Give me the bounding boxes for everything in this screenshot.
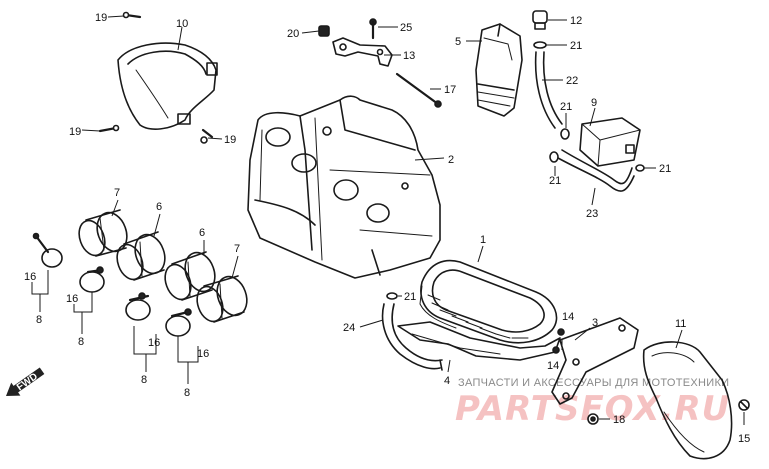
callout-22: 22 [566,75,578,87]
part-9-separator [579,117,641,167]
callout-10: 10 [176,18,188,30]
part-21-clip-24 [386,292,398,300]
callout-7-left: 7 [114,187,120,199]
callout-7-right: 7 [234,243,240,255]
part-11-side-cover [642,341,733,460]
part-16-clamp-b [79,266,105,293]
callout-24: 24 [343,322,355,334]
callout-12: 12 [570,15,582,27]
part-18-bolt [587,413,599,425]
part-16-clamp-c [125,292,151,321]
callout-18: 18 [613,414,625,426]
callout-19-right: 19 [224,134,236,146]
part-21-clip-9b [549,151,559,163]
callout-21-top: 21 [570,40,582,52]
callout-21-mid: 21 [560,101,572,113]
part-2-air-cleaner-case [247,95,441,279]
part-10-cover [117,42,218,130]
part-21-clip-9c [635,164,645,172]
callout-16-b: 16 [66,293,78,305]
part-7-boot-right [196,275,248,323]
forward-direction-arrow: FWD [6,367,45,396]
callout-8-a: 8 [36,314,42,326]
callout-13: 13 [403,50,415,62]
part-23-breather-tube [557,149,635,192]
callout-4: 4 [444,375,450,387]
watermark-caption: ЗАПЧАСТИ И АКСЕССУАРЫ ДЛЯ МОТОТЕХНИКИ [458,377,729,389]
callout-17: 17 [444,84,456,96]
part-21-clip-top [533,41,547,49]
callout-11: 11 [675,318,686,330]
callout-23: 23 [586,208,598,220]
callout-19-left: 19 [69,126,81,138]
callout-14-b: 14 [547,360,559,372]
callout-6-left: 6 [156,201,162,213]
callout-25: 25 [400,22,412,34]
part-6-boot-left [116,231,166,281]
part-15-screw [738,399,750,411]
callout-21-lower: 21 [549,175,561,187]
bolt-19-right [200,128,214,144]
callout-8-b: 8 [78,336,84,348]
part-24-hose [381,303,443,371]
part-3-bracket [551,317,639,405]
callout-16-a: 16 [24,271,36,283]
part-16-clamp-d [165,308,192,337]
callout-6-right: 6 [199,227,205,239]
part-14-screw-b [552,346,560,354]
part-20-grommet [318,25,330,37]
callout-16-c: 16 [148,337,160,349]
callout-15: 15 [738,433,750,445]
leader-lines [31,15,745,425]
callout-1: 1 [480,234,486,246]
callout-21-right: 21 [659,163,671,175]
callout-2: 2 [448,154,454,166]
part-17-pin [395,72,442,108]
part-6-boot-right [164,251,216,301]
part-14-screw-a [557,328,565,336]
part-4-bottom-plate [397,321,561,361]
part-1-filter-element [419,259,558,344]
callout-21-hose: 21 [404,291,416,303]
part-16-clamp-a [32,232,63,268]
callout-19-top: 19 [95,12,107,24]
callout-5: 5 [455,36,461,48]
part-5-intake-duct [475,23,523,117]
part-12-drain-plug [532,10,548,30]
part-25-bolt [369,18,377,40]
callout-3: 3 [592,317,598,329]
bolt-19-top [122,11,142,19]
callout-16-d: 16 [197,348,209,360]
bolt-19-left [98,124,120,133]
callout-8-d: 8 [184,387,190,399]
callout-14-a: 14 [562,311,574,323]
callout-20: 20 [287,28,299,40]
callout-9: 9 [591,97,597,109]
part-13-bracket [332,37,393,67]
part-21-clip-9a [560,128,570,140]
callout-8-c: 8 [141,374,147,386]
callout-numbers: 19 10 19 19 20 25 13 17 2 5 12 21 22 9 2… [24,12,750,445]
part-7-boot-left [78,209,128,257]
part-22-drain-tube [534,51,563,129]
